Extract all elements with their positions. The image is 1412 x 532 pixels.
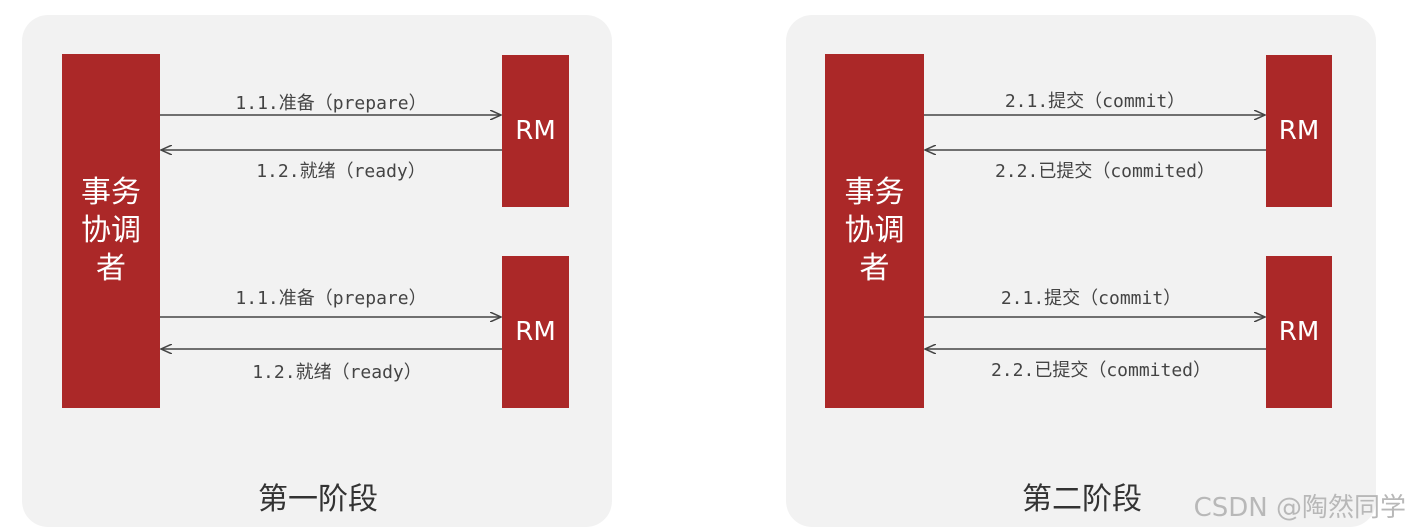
phase-2-rm-2: RM (1266, 256, 1332, 408)
phase-1-coordinator: 事务 协调 者 (62, 54, 160, 408)
watermark: CSDN @陶然同学 (1193, 493, 1406, 523)
request-label: 2.1.提交（commit） (1004, 91, 1186, 112)
phase-2-rm-1: RM (1266, 55, 1332, 207)
coordinator-line: 协调 (844, 213, 905, 248)
phase-1-rm-1: RM (502, 55, 569, 207)
phase-2-title: 第二阶段 (1022, 482, 1142, 517)
coordinator-line: 协调 (81, 213, 141, 248)
coordinator-line: 者 (859, 251, 890, 286)
phase-1-rm-2: RM (502, 256, 569, 408)
request-label: 1.1.准备（prepare） (235, 288, 427, 309)
coordinator-line: 事务 (844, 175, 905, 210)
response-label: 2.2.已提交（commited） (994, 161, 1216, 182)
request-label: 1.1.准备（prepare） (235, 93, 427, 114)
response-label: 1.2.就绪（ready） (256, 161, 426, 182)
phase-1-title: 第一阶段 (258, 482, 378, 517)
phase-2-coordinator: 事务 协调 者 (825, 54, 924, 408)
response-label: 1.2.就绪（ready） (252, 362, 422, 383)
coordinator-line: 者 (96, 251, 126, 286)
coordinator-line: 事务 (81, 175, 141, 210)
request-label: 2.1.提交（commit） (1000, 288, 1182, 309)
response-label: 2.2.已提交（commited） (990, 360, 1212, 381)
